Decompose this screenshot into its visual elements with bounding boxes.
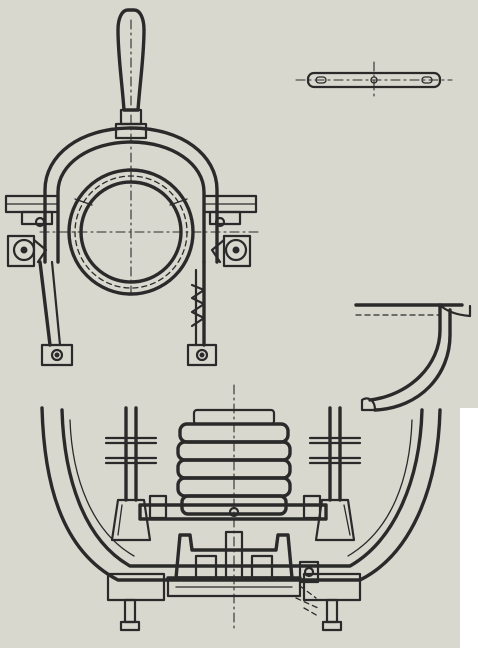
right-hanging-rod — [186, 260, 218, 367]
base-block — [166, 530, 302, 598]
bellows-stack — [176, 408, 292, 516]
left-clamp — [6, 216, 48, 268]
link-bar-detail — [295, 61, 453, 99]
bearing-ring-inner — [79, 180, 183, 284]
left-hanging-rod — [38, 260, 74, 367]
upper-assembly — [4, 8, 263, 367]
right-clevis-pin — [295, 560, 320, 617]
right-spring-post — [308, 406, 362, 542]
bearing-ring-pitch — [74, 175, 188, 289]
bottom-bolts — [119, 598, 343, 632]
yoke-arch-outer — [43, 126, 219, 264]
u-frame — [40, 406, 442, 602]
yoke-arch-inner — [56, 140, 206, 264]
right-clamp — [210, 216, 252, 268]
left-spring-post — [104, 406, 158, 542]
lower-assembly — [40, 303, 472, 632]
bearing-ring-outer — [67, 168, 195, 296]
top-right-bracket — [354, 303, 472, 412]
through-bar — [138, 494, 328, 521]
hand-lever — [114, 8, 148, 140]
